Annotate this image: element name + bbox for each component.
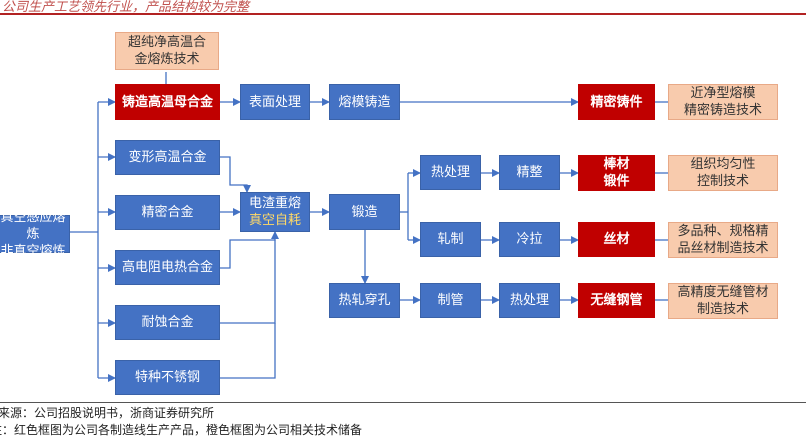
node-special-stainless: 特种不锈钢 <box>115 360 220 395</box>
node-heat-treatment-2-label: 热处理 <box>509 293 549 308</box>
tech-ultra-pure-melting: 超纯净高温合金熔炼技术 <box>115 32 219 70</box>
node-cast-master-alloy-label: 铸造高温母合金 <box>121 94 213 110</box>
node-precision-alloy: 精密合金 <box>115 195 220 230</box>
source-melting-line2: 非真空熔炼 <box>0 243 66 259</box>
product-bar-line2: 锻件 <box>603 174 630 189</box>
node-wrought-superalloy: 变形高温合金 <box>115 140 220 175</box>
footer-note: 注：红色框图为公司各制造线生产产品，橙色框图为公司相关技术储备 <box>0 423 363 437</box>
node-resistance-alloy-label: 高电阻电热合金 <box>121 260 213 275</box>
node-esr-var: 电渣重熔 真空自耗 <box>240 192 310 232</box>
footer-divider <box>0 402 806 403</box>
node-tube-making-label: 制管 <box>437 293 464 308</box>
tech-near-net-line1: 近净型熔模 <box>690 86 756 101</box>
node-esr-line2: 真空自耗 <box>248 213 301 228</box>
tech-tube-line2: 制造技术 <box>696 302 749 317</box>
connector-corrosion-esr <box>220 240 276 324</box>
header-divider <box>0 13 806 15</box>
node-special-stainless-label: 特种不锈钢 <box>134 370 200 385</box>
node-investment-casting-label: 熔模铸造 <box>338 94 391 110</box>
source-melting-node: 真空感应熔炼 非真空熔炼 <box>0 210 70 259</box>
tech-structure-uniformity: 组织均匀性 控制技术 <box>668 155 778 191</box>
tech-high-precision-tube: 高精度无缝管材 制造技术 <box>668 283 778 319</box>
footer-source: 资料来源：公司招股说明书，浙商证券研究所 <box>0 406 215 420</box>
tech-wire-line2: 品丝材制造技术 <box>677 241 769 256</box>
node-esr-line1: 电渣重熔 <box>248 196 301 211</box>
product-precision-casting: 精密铸件 <box>578 84 655 120</box>
node-cold-drawing: 冷拉 <box>499 222 560 257</box>
tech-multi-spec-wire: 多品种、规格精 品丝材制造技术 <box>668 222 778 258</box>
connector-resistance-esr <box>220 231 279 269</box>
tech-wire-line1: 多品种、规格精 <box>677 224 769 239</box>
node-rolling: 轧制 <box>420 222 481 257</box>
node-finishing-label: 精整 <box>516 165 543 180</box>
node-surface-treatment-label: 表面处理 <box>248 94 301 110</box>
source-melting-line1: 真空感应熔炼 <box>0 209 66 242</box>
page-title: 公司生产工艺领先行业，产品结构较为完整 <box>2 0 250 15</box>
product-precision-casting-label: 精密铸件 <box>590 94 643 110</box>
header: 公司生产工艺领先行业，产品结构较为完整 <box>0 0 806 15</box>
node-finishing: 精整 <box>499 155 560 190</box>
node-precision-alloy-label: 精密合金 <box>141 205 194 220</box>
node-corrosion-alloy: 耐蚀合金 <box>115 305 220 340</box>
node-tube-making: 制管 <box>420 283 481 318</box>
node-cold-drawing-label: 冷拉 <box>516 232 543 247</box>
tech-uniformity-line1: 组织均匀性 <box>690 157 756 172</box>
node-forging: 锻造 <box>329 194 400 230</box>
connector-wrought-esr <box>220 156 251 193</box>
node-rolling-label: 轧制 <box>437 232 464 247</box>
tech-near-net-line2: 精密铸造技术 <box>683 103 762 118</box>
node-forging-label: 锻造 <box>351 204 378 220</box>
node-heat-treatment-label: 热处理 <box>430 165 470 180</box>
product-seamless-tube-label: 无缝钢管 <box>590 293 643 308</box>
node-wrought-superalloy-label: 变形高温合金 <box>128 150 207 165</box>
connector-stainless-esr <box>220 323 276 379</box>
node-hot-piercing: 热轧穿孔 <box>329 283 400 318</box>
product-bar-forging: 棒材 锻件 <box>578 155 655 191</box>
product-bar-line1: 棒材 <box>603 157 630 172</box>
node-corrosion-alloy-label: 耐蚀合金 <box>141 315 194 330</box>
tech-near-net-casting: 近净型熔模 精密铸造技术 <box>668 84 778 120</box>
product-seamless-tube: 无缝钢管 <box>578 283 655 318</box>
tech-tube-line1: 高精度无缝管材 <box>677 285 769 300</box>
product-wire: 丝材 <box>578 222 655 257</box>
node-heat-treatment-2: 热处理 <box>499 283 560 318</box>
node-hot-piercing-label: 热轧穿孔 <box>338 293 391 308</box>
node-resistance-alloy: 高电阻电热合金 <box>115 250 220 285</box>
tech-ultra-pure-text: 超纯净高温合金熔炼技术 <box>127 35 206 67</box>
node-investment-casting: 熔模铸造 <box>329 84 400 120</box>
node-surface-treatment: 表面处理 <box>240 84 310 120</box>
product-wire-label: 丝材 <box>603 232 630 247</box>
node-cast-master-alloy: 铸造高温母合金 <box>115 84 220 120</box>
node-heat-treatment: 热处理 <box>420 155 481 190</box>
tech-uniformity-line2: 控制技术 <box>696 174 749 189</box>
